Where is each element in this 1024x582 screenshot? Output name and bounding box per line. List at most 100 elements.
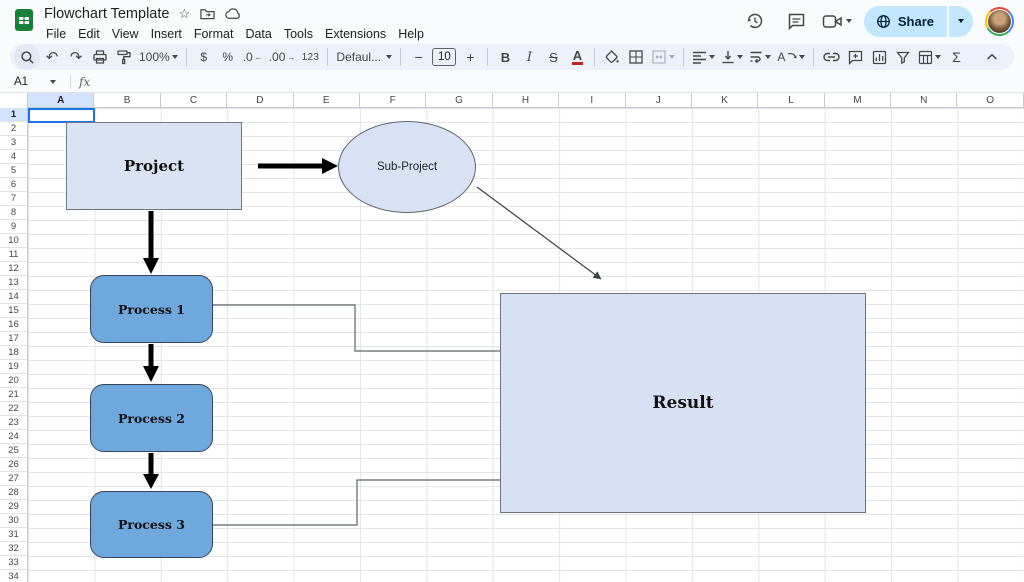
row-header-10[interactable]: 10 [0,234,27,248]
functions-button[interactable]: Σ [944,46,968,68]
undo-button[interactable]: ↶ [40,46,64,68]
row-header-2[interactable]: 2 [0,122,27,136]
column-header-i[interactable]: I [559,93,625,107]
meet-dropdown-caret[interactable] [846,19,852,23]
row-header-32[interactable]: 32 [0,542,27,556]
menu-file[interactable]: File [44,26,72,42]
column-header-o[interactable]: O [957,93,1023,107]
row-header-15[interactable]: 15 [0,304,27,318]
node-process-1[interactable]: Process 1 [90,275,213,343]
row-header-27[interactable]: 27 [0,472,27,486]
node-process-3[interactable]: Process 3 [90,491,213,558]
more-formats-button[interactable]: 123 [298,46,322,68]
row-header-18[interactable]: 18 [0,346,27,360]
font-dropdown[interactable]: Defaul... [333,46,395,68]
font-size-input[interactable]: 10 [432,48,456,66]
column-header-n[interactable]: N [891,93,957,107]
star-icon[interactable]: ☆ [178,7,190,20]
row-header-23[interactable]: 23 [0,416,27,430]
row-header-5[interactable]: 5 [0,164,27,178]
search-menus-button[interactable] [14,44,40,70]
node-project[interactable]: Project [66,122,242,210]
share-button[interactable]: Share [864,6,947,37]
row-header-12[interactable]: 12 [0,262,27,276]
column-header-l[interactable]: L [758,93,824,107]
row-header-6[interactable]: 6 [0,178,27,192]
row-header-19[interactable]: 19 [0,360,27,374]
column-header-g[interactable]: G [426,93,492,107]
node-sub-project[interactable]: Sub-Project [338,121,476,213]
row-header-4[interactable]: 4 [0,150,27,164]
insert-comment-button[interactable] [843,46,867,68]
menu-tools[interactable]: Tools [278,26,319,42]
row-header-7[interactable]: 7 [0,192,27,206]
node-result[interactable]: Result [500,293,866,513]
decrease-font-size-button[interactable]: − [406,46,430,68]
row-header-8[interactable]: 8 [0,206,27,220]
document-title[interactable]: Flowchart Template [44,6,169,22]
meet-button[interactable] [822,13,852,30]
menu-format[interactable]: Format [188,26,240,42]
menu-extensions[interactable]: Extensions [319,26,392,42]
row-header-20[interactable]: 20 [0,374,27,388]
row-header-21[interactable]: 21 [0,388,27,402]
column-header-j[interactable]: J [626,93,692,107]
paint-format-button[interactable] [112,46,136,68]
version-history-button[interactable] [738,4,772,38]
row-header-17[interactable]: 17 [0,332,27,346]
table-tools-button[interactable] [915,46,944,68]
row-header-33[interactable]: 33 [0,556,27,570]
vertical-align-button[interactable] [718,46,746,68]
text-rotation-button[interactable]: A [774,46,808,68]
row-header-31[interactable]: 31 [0,528,27,542]
redo-button[interactable]: ↷ [64,46,88,68]
format-currency-button[interactable]: $ [192,46,216,68]
strikethrough-button[interactable]: S [541,46,565,68]
row-header-24[interactable]: 24 [0,430,27,444]
name-box[interactable]: A1 [0,76,62,88]
comment-history-button[interactable] [780,4,814,38]
column-header-a[interactable]: A [28,93,94,107]
collapse-toolbar-button[interactable] [980,46,1004,68]
cloud-status-icon[interactable] [225,8,241,20]
row-header-28[interactable]: 28 [0,486,27,500]
row-header-11[interactable]: 11 [0,248,27,262]
account-avatar[interactable] [985,7,1014,36]
create-filter-button[interactable] [891,46,915,68]
share-dropdown-button[interactable] [949,6,973,37]
text-wrapping-button[interactable] [746,46,774,68]
row-header-29[interactable]: 29 [0,500,27,514]
row-header-1[interactable]: 1 [0,108,27,122]
borders-button[interactable] [624,46,648,68]
row-header-13[interactable]: 13 [0,276,27,290]
italic-button[interactable]: I [517,46,541,68]
increase-font-size-button[interactable]: + [458,46,482,68]
row-header-26[interactable]: 26 [0,458,27,472]
column-header-k[interactable]: K [692,93,758,107]
menu-data[interactable]: Data [239,26,277,42]
horizontal-align-button[interactable] [689,46,718,68]
insert-link-button[interactable] [819,46,843,68]
row-header-16[interactable]: 16 [0,318,27,332]
row-header-25[interactable]: 25 [0,444,27,458]
column-header-b[interactable]: B [94,93,160,107]
row-header-3[interactable]: 3 [0,136,27,150]
select-all-corner[interactable] [0,93,28,108]
print-button[interactable] [88,46,112,68]
menu-edit[interactable]: Edit [72,26,106,42]
menu-help[interactable]: Help [392,26,430,42]
increase-decimal-button[interactable]: .00→ [266,46,299,68]
row-header-22[interactable]: 22 [0,402,27,416]
column-header-e[interactable]: E [294,93,360,107]
column-header-c[interactable]: C [161,93,227,107]
format-percent-button[interactable]: % [216,46,240,68]
zoom-dropdown[interactable]: 100% [136,46,181,68]
move-folder-icon[interactable] [200,7,215,20]
column-header-h[interactable]: H [493,93,559,107]
column-header-m[interactable]: M [825,93,891,107]
row-header-34[interactable]: 34 [0,570,27,582]
row-header-14[interactable]: 14 [0,290,27,304]
column-header-d[interactable]: D [227,93,293,107]
text-color-button[interactable]: A [565,46,589,68]
fill-color-button[interactable] [600,46,624,68]
